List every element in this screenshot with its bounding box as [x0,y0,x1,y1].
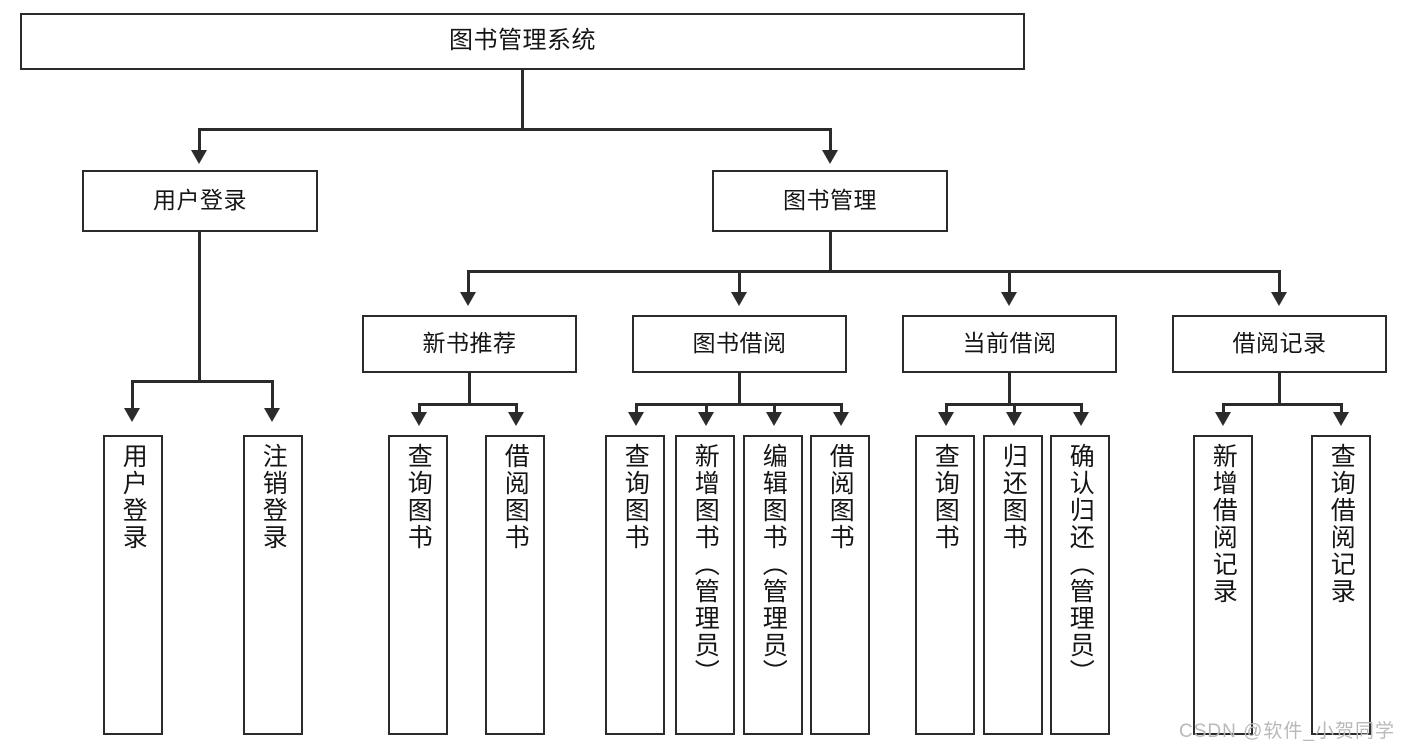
connector-userlogin-leaf1 [131,380,134,410]
watermark-text: CSDN @软件_小贺同学 [1179,721,1395,742]
arrowhead-bookborrow-leaf4 [833,412,849,426]
arrowhead-user-login [191,150,207,164]
node-label: 用户登录 [119,443,148,551]
node-label: 注销登录 [259,443,288,551]
node-label: 新增图书（管理员） [691,443,720,686]
arrowhead-book-manage [822,150,838,164]
arrowhead-current-borrow [1001,292,1017,306]
connector-to-borrow-record [1278,270,1281,294]
connector-currentborrow-leaf3 [1080,403,1083,415]
node-borrow-record[interactable]: 借阅记录 [1172,315,1387,373]
arrowhead-newbook-leaf2 [508,412,524,426]
connector-borrowrecord-bus [1222,403,1342,406]
connector-root-down [521,70,524,130]
node-new-book-recommend[interactable]: 新书推荐 [362,315,577,373]
connector-to-user-login [198,128,201,152]
arrowhead-bookborrow-leaf2 [698,412,714,426]
connector-bookmanage-down [829,232,832,272]
leaf-logout[interactable]: 注销登录 [243,435,303,735]
connector-userlogin-bus [131,380,271,383]
node-label: 图书管理 [783,187,877,214]
arrowhead-book-borrow [731,292,747,306]
connector-bookborrow-leaf3 [773,403,776,415]
node-current-borrow[interactable]: 当前借阅 [902,315,1117,373]
arrowhead-leaf-logout [264,408,280,422]
connector-to-current-borrow [1008,270,1011,294]
connector-to-book-manage [829,128,832,152]
leaf-query-book-borrow[interactable]: 查询图书 [605,435,665,735]
connector-borrowrecord-leaf1 [1222,403,1225,415]
arrowhead-new-book [460,292,476,306]
leaf-borrow-book-recommend[interactable]: 借阅图书 [485,435,545,735]
node-label: 用户登录 [153,187,247,214]
leaf-query-borrow-record[interactable]: 查询借阅记录 [1311,435,1371,735]
node-label: 图书借阅 [692,330,787,357]
node-label: 新增借阅记录 [1209,443,1238,605]
leaf-query-book-recommend[interactable]: 查询图书 [388,435,448,735]
connector-to-new-book [467,270,470,294]
arrowhead-currentborrow-leaf1 [938,412,954,426]
node-label: 借阅记录 [1232,330,1327,357]
leaf-edit-book-admin[interactable]: 编辑图书（管理员） [743,435,803,735]
leaf-confirm-return-admin[interactable]: 确认归还（管理员） [1050,435,1110,735]
leaf-user-login[interactable]: 用户登录 [103,435,163,735]
arrowhead-borrowrecord-leaf1 [1215,412,1231,426]
node-label: 查询借阅记录 [1327,443,1356,605]
leaf-add-book-admin[interactable]: 新增图书（管理员） [675,435,735,735]
node-root-library-system[interactable]: 图书管理系统 [20,13,1025,70]
node-label: 查询图书 [931,443,960,551]
connector-currentborrow-leaf1 [945,403,948,415]
connector-currentborrow-leaf2 [1013,403,1016,415]
node-label: 新书推荐 [422,330,517,357]
connector-newbook-leaf1 [418,403,421,415]
connector-currentborrow-down [1008,373,1011,405]
connector-newbook-leaf2 [515,403,518,415]
node-label: 查询图书 [404,443,433,551]
node-label: 编辑图书（管理员） [759,443,788,686]
connector-newbook-bus [418,403,518,406]
node-book-borrow[interactable]: 图书借阅 [632,315,847,373]
leaf-return-book[interactable]: 归还图书 [983,435,1043,735]
connector-userlogin-leaf2 [271,380,274,410]
connector-borrowrecord-down [1278,373,1281,405]
arrowhead-borrowrecord-leaf2 [1333,412,1349,426]
arrowhead-borrow-record [1271,292,1287,306]
arrowhead-newbook-leaf1 [411,412,427,426]
connector-newbook-down [468,373,471,405]
node-label: 归还图书 [999,443,1028,551]
node-label: 查询图书 [621,443,650,551]
arrowhead-bookborrow-leaf3 [766,412,782,426]
node-user-login[interactable]: 用户登录 [82,170,318,232]
connector-bookborrow-down [738,373,741,405]
leaf-query-book-current[interactable]: 查询图书 [915,435,975,735]
connector-bookborrow-leaf2 [705,403,708,415]
connector-bookmanage-bus [467,270,1281,273]
arrowhead-currentborrow-leaf2 [1006,412,1022,426]
node-label: 借阅图书 [826,443,855,551]
connector-userlogin-down [198,232,201,382]
arrowhead-bookborrow-leaf1 [628,412,644,426]
node-label: 借阅图书 [501,443,530,551]
node-label: 当前借阅 [962,330,1057,357]
leaf-borrow-book[interactable]: 借阅图书 [810,435,870,735]
leaf-add-borrow-record[interactable]: 新增借阅记录 [1193,435,1253,735]
connector-borrowrecord-leaf2 [1340,403,1343,415]
connector-bookborrow-leaf1 [635,403,638,415]
connector-to-book-borrow [738,270,741,294]
connector-bookborrow-leaf4 [840,403,843,415]
arrowhead-currentborrow-leaf3 [1073,412,1089,426]
connector-root-bus [198,128,832,131]
node-book-management[interactable]: 图书管理 [712,170,948,232]
arrowhead-leaf-user-login [124,408,140,422]
node-label: 图书管理系统 [449,27,596,55]
node-label: 确认归还（管理员） [1066,443,1095,686]
connector-bookborrow-bus [635,403,842,406]
